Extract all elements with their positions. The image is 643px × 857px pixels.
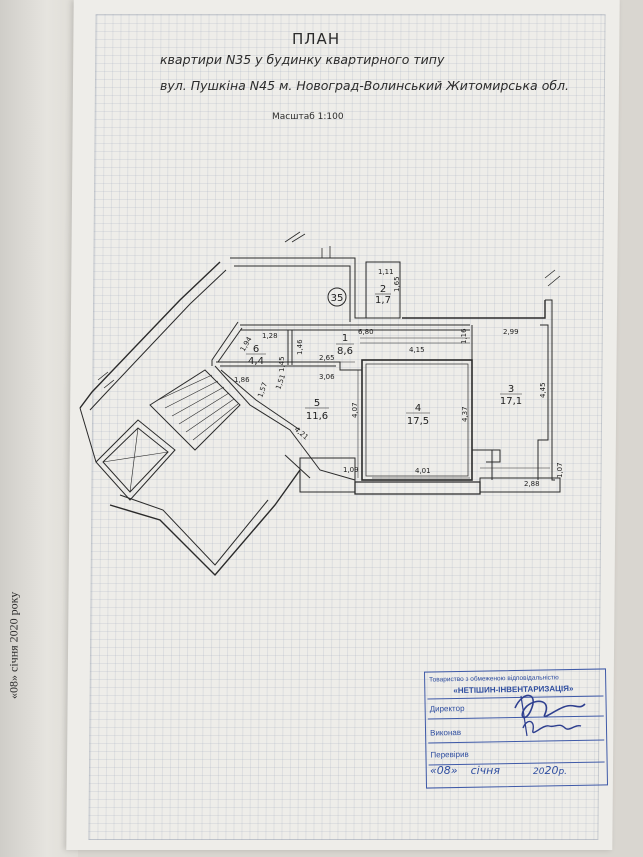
dim-label: 1,57 <box>256 381 269 398</box>
dim-label: 1,45 <box>278 356 286 372</box>
room-5-area: 11,6 <box>306 411 328 422</box>
room-2-number: 2 <box>380 284 386 295</box>
dim-label: 2,99 <box>503 328 519 336</box>
dim-label: 1,16 <box>460 328 468 344</box>
room-6-number: 6 <box>253 344 259 355</box>
stamp-director-label: Директор <box>429 703 465 714</box>
room-3-area: 17,1 <box>500 396 522 407</box>
room-5-number: 5 <box>314 398 320 409</box>
room-1-area: 8,6 <box>337 346 353 357</box>
room-4-area: 17,5 <box>407 416 429 427</box>
scale-label: Масштаб 1:100 <box>272 112 344 122</box>
dim-label: 4,01 <box>415 467 431 475</box>
room-2-area: 1,7 <box>375 295 391 306</box>
stamp-date-year: 20 <box>533 767 545 777</box>
apartment-badge: 35 <box>331 293 344 304</box>
room-3-number: 3 <box>508 384 514 395</box>
dim-label: 4,21 <box>293 425 310 441</box>
dim-label: 3,06 <box>319 373 335 381</box>
dim-label: 1,07 <box>556 462 564 478</box>
stamp-date: «08» січня 2020р. <box>430 764 567 777</box>
page-title: ПЛАН <box>292 30 341 48</box>
adjacent-page: «08» січня 2020 року <box>0 0 78 857</box>
signature-mark <box>514 694 586 737</box>
dim-label: 1,09 <box>343 466 359 474</box>
dim-label: 6,80 <box>358 328 374 336</box>
stamp-org-line1: Товариство з обмеженою відповідальністю <box>429 674 559 684</box>
dim-label: 4,45 <box>539 382 547 398</box>
dim-label: 1,51 <box>274 373 287 390</box>
dim-label: 4,07 <box>351 402 359 418</box>
dim-label: 1,86 <box>234 376 250 384</box>
dim-label: 1,65 <box>393 276 401 292</box>
dim-label: 1,28 <box>262 332 278 340</box>
header-line-apartment: квартири N35 у будинку квартирного типу <box>160 52 445 67</box>
room-1-number: 1 <box>342 333 348 344</box>
dim-label: 2,65 <box>319 354 335 362</box>
stamp-date-month: січня <box>470 764 500 777</box>
dim-label: 1,46 <box>296 339 304 355</box>
dim-label: 1,11 <box>378 268 394 276</box>
stamp-executed-label: Виконав <box>429 727 462 738</box>
stamp-date-year-handwritten: 20 <box>544 764 559 777</box>
dim-label: 2,88 <box>524 480 540 488</box>
dim-label: 4,37 <box>461 406 469 422</box>
room-6-area: 4,4 <box>248 356 264 367</box>
dim-label: 4,15 <box>409 346 425 354</box>
header-line-address: вул. Пушкіна N45 м. Новоград-Волинський … <box>160 78 570 93</box>
stamp-checked-label: Перевірив <box>430 749 469 760</box>
room-4-number: 4 <box>415 403 421 414</box>
stamp-date-day: «08» <box>430 764 458 777</box>
stamp-date-suffix: р. <box>558 767 568 777</box>
apartment-badge-circle <box>327 287 347 307</box>
dim-label: 1,94 <box>239 335 254 353</box>
